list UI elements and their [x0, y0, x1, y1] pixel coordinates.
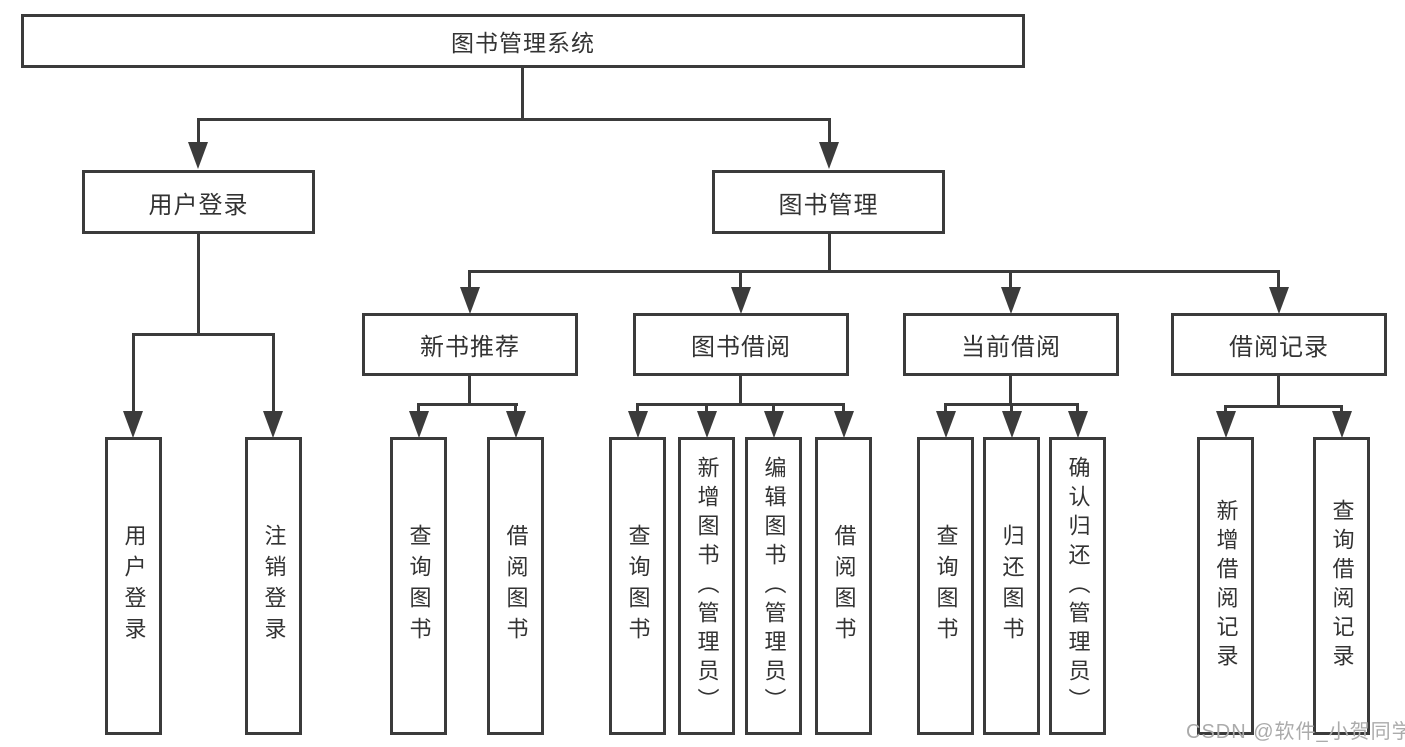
leaf-query-borrow-record: 查询借阅记录	[1313, 437, 1370, 735]
connector-stub	[1009, 376, 1012, 405]
node-root: 图书管理系统	[21, 14, 1025, 68]
connector-drop	[636, 403, 639, 415]
connector-rail	[636, 403, 845, 406]
node-borrow-records-label: 借阅记录	[1229, 334, 1329, 361]
arrow-down	[1332, 411, 1352, 438]
arrow-down	[506, 411, 526, 438]
node-book-borrow: 图书借阅	[633, 313, 849, 376]
connector-drop	[739, 270, 742, 292]
node-new-book-recommend: 新书推荐	[362, 313, 578, 376]
leaf-borrow-books-2: 借阅图书	[815, 437, 872, 735]
connector-login-drop	[197, 118, 200, 148]
leaf-add-book-admin: 新增图书（管理员）	[678, 437, 735, 735]
connector-drop	[944, 403, 947, 415]
connector-root-stub	[521, 68, 524, 120]
connector-stub	[1277, 376, 1280, 407]
connector-drop	[1009, 270, 1012, 292]
connector-drop	[705, 403, 708, 415]
leaf-logout-label: 注销登录	[261, 524, 287, 648]
connector-drop	[468, 270, 471, 292]
arrow-down	[628, 411, 648, 438]
arrow-down	[936, 411, 956, 438]
connector-drop	[1277, 270, 1280, 292]
leaf-logout: 注销登录	[245, 437, 302, 735]
leaf-query-borrow-record-label: 查询借阅记录	[1329, 499, 1355, 673]
arrow-down	[764, 411, 784, 438]
connector-manage-stub	[828, 234, 831, 272]
leaf-add-book-admin-label: 新增图书（管理员）	[694, 455, 720, 717]
arrow-down	[1216, 411, 1236, 438]
leaf-return-books: 归还图书	[983, 437, 1040, 735]
node-book-management-label: 图书管理	[778, 191, 879, 219]
node-current-borrow-label: 当前借阅	[961, 334, 1061, 361]
leaf-borrow-books-1: 借阅图书	[487, 437, 544, 735]
leaf-borrow-books-1-label: 借阅图书	[503, 524, 529, 648]
arrow-down	[1002, 411, 1022, 438]
connector-drop	[772, 403, 775, 415]
connector-stub	[739, 376, 742, 405]
connector-login-stub	[197, 234, 200, 335]
node-borrow-records: 借阅记录	[1171, 313, 1387, 376]
connector-login-rail	[132, 333, 275, 336]
arrow-down	[123, 411, 143, 438]
node-book-borrow-label: 图书借阅	[691, 334, 791, 361]
connector-drop	[1010, 403, 1013, 415]
connector-drop	[132, 333, 135, 413]
leaf-user-login-label: 用户登录	[121, 524, 147, 648]
connector-stub	[468, 376, 471, 405]
node-user-login-label: 用户登录	[148, 191, 249, 219]
leaf-borrow-books-2-label: 借阅图书	[831, 524, 857, 648]
node-new-book-recommend-label: 新书推荐	[420, 334, 520, 361]
leaf-query-books-1-label: 查询图书	[406, 524, 432, 648]
leaf-query-books-3: 查询图书	[917, 437, 974, 735]
arrow-down	[263, 411, 283, 438]
leaf-query-books-2-label: 查询图书	[625, 524, 651, 648]
connector-level2-rail	[197, 118, 831, 121]
arrow-down	[1001, 287, 1021, 314]
node-current-borrow: 当前借阅	[903, 313, 1119, 376]
leaf-query-books-2: 查询图书	[609, 437, 666, 735]
arrow-down	[409, 411, 429, 438]
leaf-confirm-return-admin: 确认归还（管理员）	[1049, 437, 1106, 735]
arrow-down	[731, 287, 751, 314]
connector-drop	[417, 403, 420, 415]
node-root-label: 图书管理系统	[451, 30, 595, 56]
connector-rail	[1224, 405, 1343, 408]
connector-rail	[417, 403, 518, 406]
node-book-management: 图书管理	[712, 170, 945, 234]
leaf-confirm-return-admin-label: 确认归还（管理员）	[1065, 455, 1091, 717]
connector-drop	[1076, 403, 1079, 415]
connector-level3-rail	[468, 270, 1279, 273]
csdn-watermark: CSDN @软件_小贺同学	[1186, 721, 1405, 743]
connector-manage-drop	[828, 118, 831, 148]
arrow-down	[1068, 411, 1088, 438]
arrow-down	[188, 142, 208, 169]
connector-drop	[1224, 405, 1227, 415]
leaf-return-books-label: 归还图书	[999, 524, 1025, 648]
leaf-add-borrow-record: 新增借阅记录	[1197, 437, 1254, 735]
arrow-down	[697, 411, 717, 438]
leaf-query-books-3-label: 查询图书	[933, 524, 959, 648]
leaf-edit-book-admin: 编辑图书（管理员）	[745, 437, 802, 735]
connector-drop	[272, 333, 275, 413]
connector-drop	[514, 403, 517, 415]
connector-drop	[842, 403, 845, 415]
connector-drop	[1340, 405, 1343, 415]
node-user-login: 用户登录	[82, 170, 315, 234]
arrow-down	[819, 142, 839, 169]
leaf-query-books-1: 查询图书	[390, 437, 447, 735]
leaf-user-login: 用户登录	[105, 437, 162, 735]
arrow-down	[1269, 287, 1289, 314]
arrow-down	[834, 411, 854, 438]
arrow-down	[460, 287, 480, 314]
leaf-edit-book-admin-label: 编辑图书（管理员）	[761, 455, 787, 717]
leaf-add-borrow-record-label: 新增借阅记录	[1213, 499, 1239, 673]
